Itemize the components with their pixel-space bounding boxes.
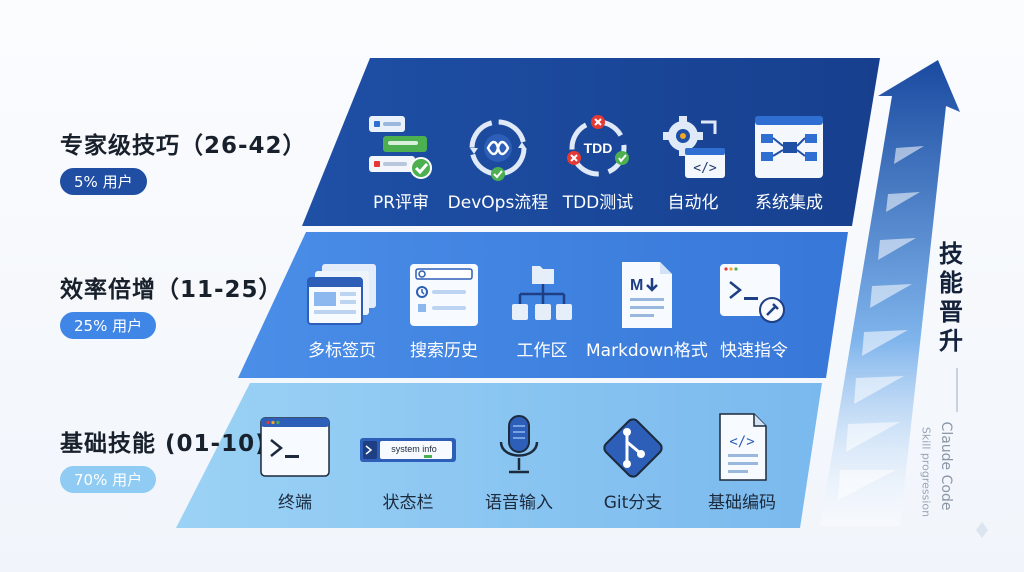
system-integration-icon (755, 116, 823, 178)
search-history-icon (410, 264, 478, 326)
devops-cycle-icon (469, 119, 527, 181)
tier2-badge: 25% 用户 (60, 312, 157, 339)
tier1-title: 专家级技巧（26-42） (60, 133, 307, 159)
tier3-badge: 70% 用户 (60, 466, 157, 493)
markdown-file-icon: M (622, 262, 672, 328)
tier3-item-label: 终端 (278, 493, 312, 513)
tdd-cycle-icon: TDD (567, 115, 629, 177)
tier1-item-tdd: TDD TDD测试 (538, 112, 658, 213)
tier3-item-voice: 语音输入 (459, 412, 579, 513)
tier2-item-label: 快速指令 (720, 341, 788, 361)
tier1-item-label: TDD测试 (562, 193, 634, 213)
tier3-item-label: Git分支 (603, 493, 663, 513)
tier1-item-pr-review: PR评审 (341, 112, 461, 213)
progression-subtitle: Claude Code (938, 421, 954, 511)
quick-command-icon (720, 264, 785, 323)
tier1-item-label: 自动化 (667, 193, 719, 213)
tier2-title: 效率倍增（11-25） (60, 277, 283, 303)
progression-title: 技能晋升 (939, 240, 963, 355)
automation-gear-icon: </> (663, 116, 725, 178)
tier2-item-multi-tab: 多标签页 (282, 260, 402, 361)
tier3-band (176, 383, 822, 528)
tdd-text: TDD (584, 140, 613, 156)
tier2-item-markdown: M Markdown格式 (586, 260, 708, 361)
tier2-item-label: 搜索历史 (410, 341, 478, 361)
tier3-item-label: 语音输入 (485, 493, 553, 513)
terminal-icon (260, 417, 330, 477)
tier1-item-label: DevOps流程 (447, 193, 549, 213)
workspace-tree-icon (512, 266, 572, 320)
system-info-text: system info (391, 444, 437, 454)
svg-text:M: M (630, 277, 643, 294)
tier3-item-status-bar: system info 状态栏 (348, 412, 468, 513)
tier2-item-label: 多标签页 (308, 341, 376, 361)
tier1-item-integration: 系统集成 (729, 112, 849, 213)
tier2-item-label: 工作区 (516, 341, 568, 361)
divider-line (956, 368, 958, 412)
tier3-item-label: 基础编码 (708, 493, 776, 513)
pr-review-icon (369, 116, 432, 179)
svg-text:</>: </> (693, 161, 717, 176)
tier1-item-devops: DevOps流程 (438, 112, 558, 213)
tier1-item-automation: </> 自动化 (633, 112, 753, 213)
tier1-item-label: PR评审 (372, 193, 430, 213)
tier2-item-search-history: 搜索历史 (384, 260, 504, 361)
tier3-item-terminal: 终端 (235, 412, 355, 513)
microphone-icon (499, 415, 539, 474)
tier3-label: 基础技能 (01-10) 70% 用户 (60, 424, 267, 493)
tier1-label: 专家级技巧（26-42） 5% 用户 (60, 126, 307, 195)
progression-arrow (820, 60, 960, 526)
git-branch-icon (603, 418, 663, 478)
tier2-item-quick-command: 快速指令 (694, 260, 814, 361)
tier1-badge: 5% 用户 (60, 168, 147, 195)
multi-tab-icon (307, 264, 376, 325)
svg-text:</>: </> (729, 434, 754, 450)
progression-subtitle-en: Skill progression (919, 426, 933, 518)
tier1-band (302, 58, 880, 226)
tier3-item-basic-coding: </> 基础编码 (682, 412, 802, 513)
tier3-item-git: Git分支 (573, 412, 693, 513)
tier3-title: 基础技能 (01-10) (60, 431, 267, 457)
status-bar-icon: system info (360, 438, 456, 462)
sparkle-icon (976, 522, 988, 538)
tier2-label: 效率倍增（11-25） 25% 用户 (60, 270, 283, 339)
tier2-item-workspace: 工作区 (482, 260, 602, 361)
code-file-icon: </> (719, 413, 767, 481)
tier2-item-label: Markdown格式 (586, 341, 708, 361)
tier1-item-label: 系统集成 (755, 193, 823, 213)
tier3-item-label: 状态栏 (382, 493, 434, 513)
